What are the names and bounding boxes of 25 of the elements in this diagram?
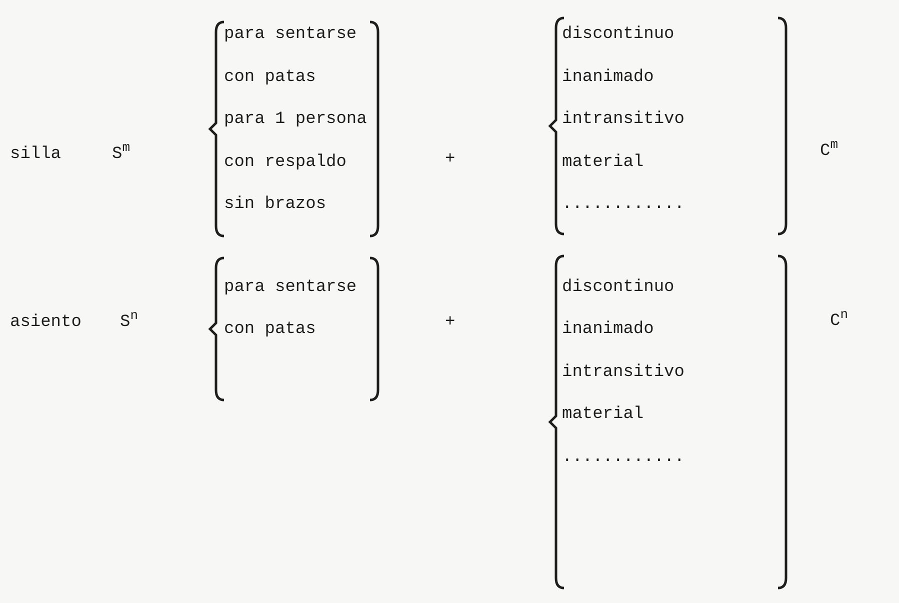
term-word: silla [10, 144, 62, 166]
feature-text: sin brazos [224, 194, 326, 216]
feature-text: intransitivo [562, 362, 684, 384]
ellipsis-dots: ............ [562, 447, 684, 469]
feature-text: inanimado [562, 67, 654, 89]
symbol-label: S$^{m}$ [112, 144, 130, 166]
symbol-label: C$^{n}$ [830, 311, 848, 333]
symbol-label: S$^{n}$ [120, 312, 138, 334]
feature-text: intransitivo [562, 109, 684, 131]
feature-text: para sentarse [224, 277, 357, 299]
feature-text: para 1 persona [224, 109, 367, 131]
feature-text: con patas [224, 67, 316, 89]
feature-text: para sentarse [224, 24, 357, 46]
feature-text: material [562, 404, 644, 426]
feature-text: discontinuo [562, 277, 674, 299]
term-word: asiento [10, 312, 82, 334]
plus-sign: + [445, 312, 456, 334]
feature-text: material [562, 152, 644, 174]
plus-sign: + [445, 149, 456, 171]
ellipsis-dots: ............ [562, 194, 684, 216]
feature-text: con respaldo [224, 152, 346, 174]
symbol-label: C$^{m}$ [820, 141, 838, 163]
feature-text: discontinuo [562, 24, 674, 46]
feature-text: inanimado [562, 319, 654, 341]
feature-text: con patas [224, 319, 316, 341]
